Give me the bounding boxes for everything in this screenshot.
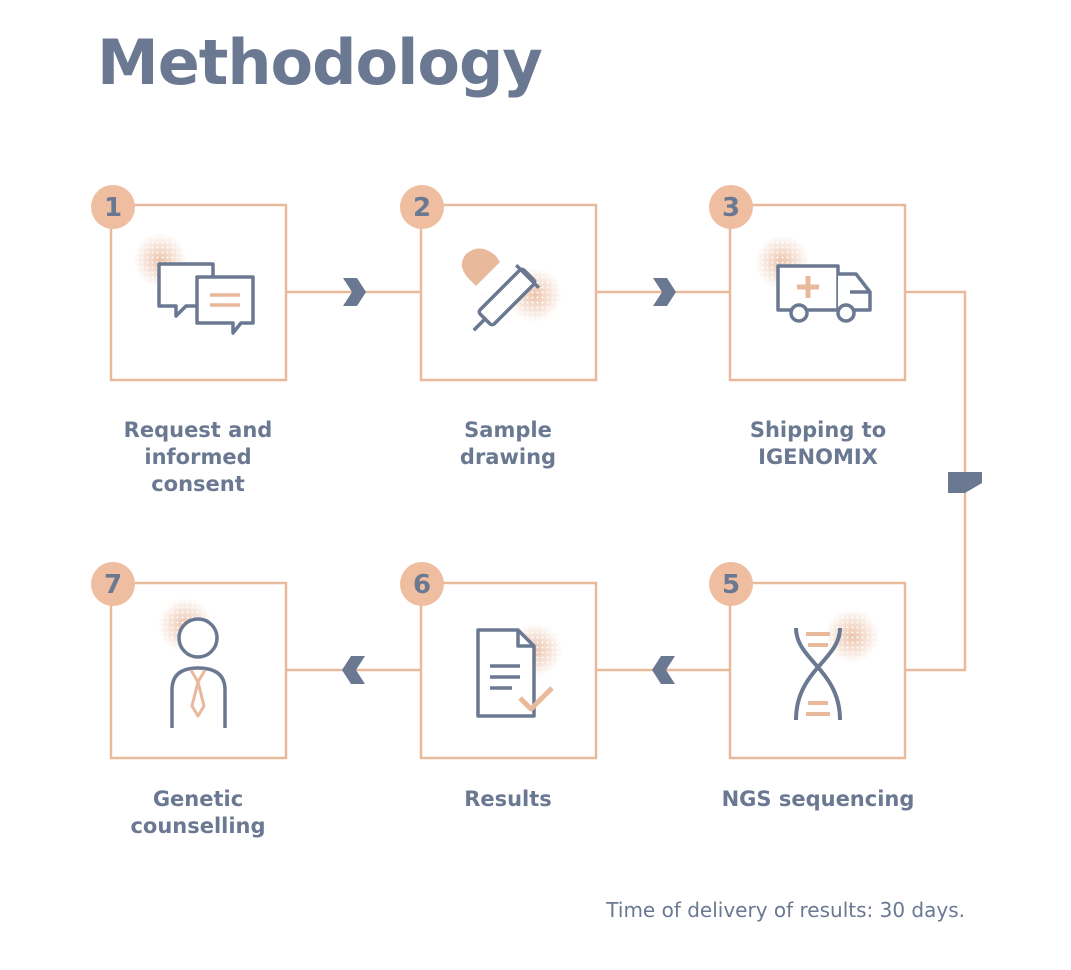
- step-label-1: Request and informed consent: [123, 418, 273, 496]
- chat-bubbles-icon: [157, 262, 255, 335]
- step-label-7: Genetic counselling: [130, 787, 266, 838]
- page-title: Methodology: [97, 26, 543, 99]
- delivery-time-note: Time of delivery of results: 30 days.: [606, 898, 965, 922]
- step-number: 5: [722, 570, 740, 600]
- arrow-left-icon: [342, 656, 365, 684]
- step-label-2: Sample drawing: [459, 418, 557, 469]
- step-label-6: Results: [464, 787, 552, 811]
- ambulance-icon: [776, 264, 872, 323]
- arrow-right-icon: [653, 278, 676, 306]
- step-number: 6: [413, 570, 431, 600]
- dropper-icon: [461, 248, 541, 332]
- badges: 1 2 3 5 6 7: [91, 185, 753, 606]
- step-number: 2: [413, 193, 431, 223]
- step-number: 1: [104, 193, 122, 223]
- step-number: 3: [722, 193, 740, 223]
- step-label-3: Shipping to IGENOMIX: [749, 418, 887, 469]
- step-label-5: NGS sequencing: [721, 787, 915, 811]
- step-number: 7: [104, 570, 122, 600]
- chevron-down-icon: [948, 472, 982, 493]
- arrow-right-icon: [343, 278, 366, 306]
- person-icon: [170, 617, 227, 728]
- dna-icon: [794, 627, 842, 721]
- document-check-icon: [476, 628, 554, 718]
- step-box-3: [728, 203, 907, 382]
- arrow-left-icon: [652, 656, 675, 684]
